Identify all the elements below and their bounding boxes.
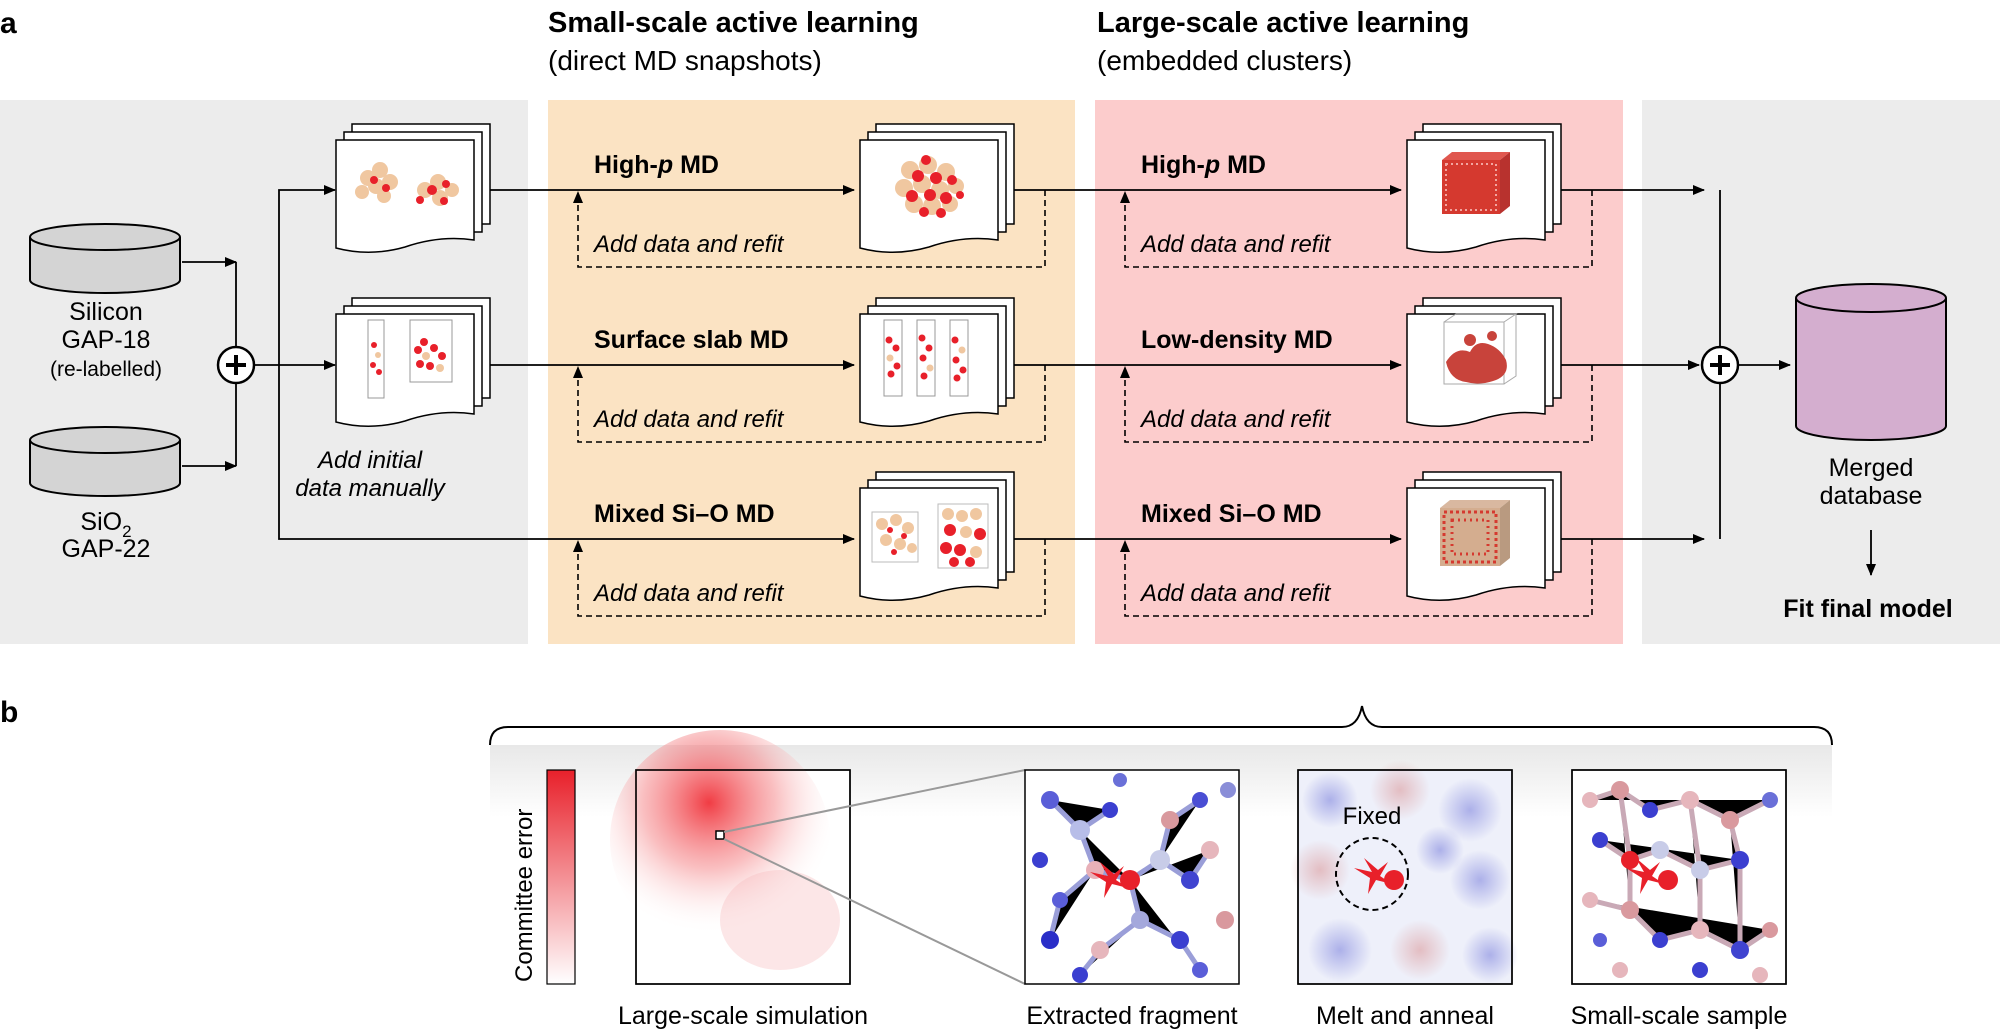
merge-inputs-plus-icon: [216, 345, 256, 385]
large-lowdensity-document: [1406, 297, 1562, 427]
refit-label-small-3: Add data and refit: [592, 580, 785, 607]
zoom-lines: [723, 769, 1026, 985]
small-row3-label: Mixed Si–O MD: [594, 500, 775, 528]
caption-extracted-fragment: Extracted fragment: [1026, 1002, 1237, 1030]
input-connectors: [182, 185, 855, 544]
mixed-cube-icon: [1440, 500, 1510, 566]
small-scale-subtitle: (direct MD snapshots): [548, 45, 822, 76]
merged-database-icon: [1795, 283, 1947, 441]
gap18-label: GAP-18: [62, 326, 151, 354]
small-scale-title: Small-scale active learning: [548, 7, 919, 39]
initial-data-note-line2: data manually: [295, 475, 446, 502]
refit-label-large-3: Add data and refit: [1139, 580, 1332, 607]
mixed-sio-icon: [871, 503, 989, 569]
large-scale-simulation-image: [610, 730, 851, 985]
panel-a-label: a: [0, 7, 17, 40]
relabelled-label: (re-labelled): [50, 358, 162, 381]
large-scale-subtitle: (embedded clusters): [1097, 45, 1352, 76]
slab-icon: [367, 319, 453, 399]
refit-label-small-1: Add data and refit: [592, 231, 785, 258]
sio2-database-icon: [29, 426, 181, 497]
small-row2-label: Surface slab MD: [594, 326, 789, 354]
melt-and-anneal-image: [1290, 760, 1518, 985]
large-row1-label: High-p MD: [1141, 151, 1266, 179]
caption-small-scale-sample: Small-scale sample: [1571, 1002, 1788, 1030]
merge-outputs-plus-icon: [1700, 345, 1740, 385]
refit-label-large-1: Add data and refit: [1139, 231, 1332, 258]
panel-b-label: b: [0, 696, 18, 729]
porous-cube-icon: [1443, 313, 1518, 385]
main-flow-arrows: [490, 185, 1876, 576]
refit-label-small-2: Add data and refit: [592, 406, 785, 433]
silicon-database-icon: [29, 223, 181, 294]
sio2-label: SiO2: [80, 508, 131, 541]
caption-melt-and-anneal: Melt and anneal: [1316, 1002, 1494, 1030]
bracket: [489, 705, 1833, 746]
merged-label: Merged: [1829, 454, 1914, 482]
initial-data-note-line1: Add initial: [316, 447, 423, 474]
large-row3-label: Mixed Si–O MD: [1141, 500, 1322, 528]
small-scale-sample-image: [1571, 769, 1787, 985]
fixed-label: Fixed: [1343, 803, 1402, 830]
small-highp-document: [859, 123, 1015, 253]
small-slab-document: [859, 297, 1015, 427]
database-label: database: [1820, 482, 1923, 510]
initial-data-document-1: [335, 123, 491, 253]
extracted-fragment-image: [1024, 769, 1240, 985]
silicon-label: Silicon: [69, 298, 143, 326]
cluster-icon: [355, 162, 459, 206]
colorbar-label: Committee error: [511, 809, 538, 982]
large-row2-label: Low-density MD: [1141, 326, 1333, 354]
committee-error-colorbar: [546, 769, 576, 985]
large-cube-icon: [1442, 152, 1510, 214]
initial-data-document-2: [335, 297, 491, 427]
slab-snapshots-icon: [883, 319, 969, 397]
small-mixed-document: [859, 471, 1015, 601]
dense-cluster-icon: [895, 155, 964, 218]
small-row1-label: High-p MD: [594, 151, 719, 179]
fit-final-model-label: Fit final model: [1783, 595, 1952, 623]
refit-loops: [573, 190, 1593, 617]
large-scale-title: Large-scale active learning: [1097, 7, 1469, 39]
refit-label-large-2: Add data and refit: [1139, 406, 1332, 433]
large-mixed-document: [1406, 471, 1562, 601]
caption-large-scale-simulation: Large-scale simulation: [618, 1002, 868, 1030]
gap22-label: GAP-22: [62, 535, 151, 563]
large-highp-document: [1406, 123, 1562, 253]
